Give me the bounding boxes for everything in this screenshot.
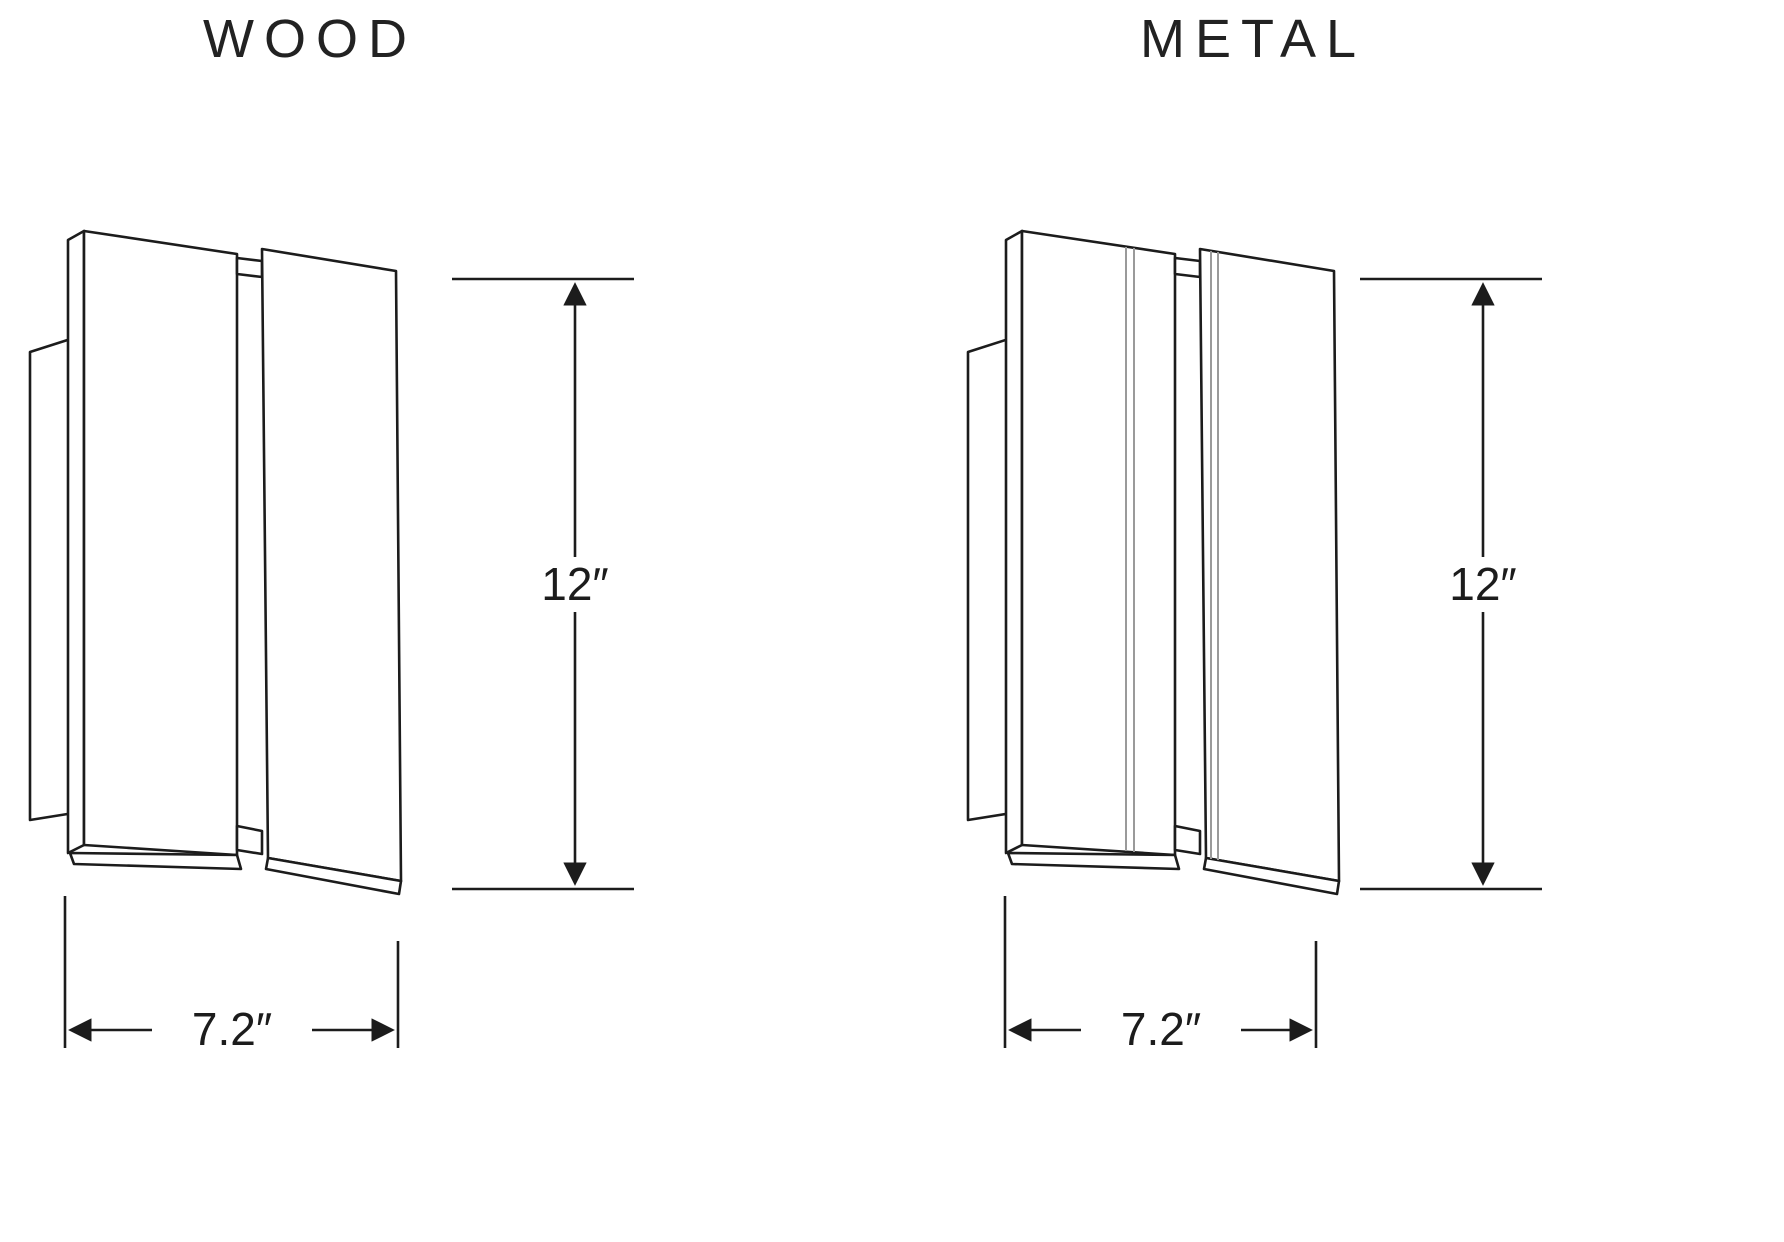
- wood-title: WOOD: [203, 9, 417, 69]
- metal-width-label: 7.2″: [1081, 1002, 1241, 1058]
- wood-sconce-drawing: [28, 229, 403, 896]
- metal-title: METAL: [1139, 9, 1367, 69]
- wood-width-label: 7.2″: [152, 1002, 312, 1058]
- metal-highlight-lines: [1125, 247, 1219, 860]
- wood-height-label: 12″: [515, 557, 635, 613]
- metal-height-label: 12″: [1423, 557, 1543, 613]
- metal-sconce-drawing: [966, 229, 1341, 896]
